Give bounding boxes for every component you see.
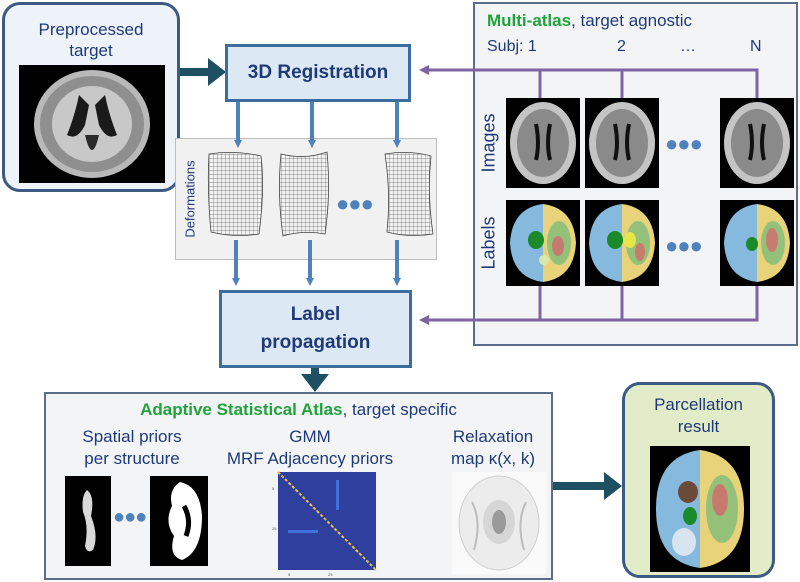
parcellation-line2: result xyxy=(677,417,720,436)
labels-ellipsis: ●●● xyxy=(665,233,703,258)
propagation-line1: Label xyxy=(290,304,341,325)
atlas-image-n xyxy=(720,98,794,188)
adjacency-matrix: 5 25 5 25 xyxy=(272,471,377,577)
atlas-labels-n xyxy=(720,200,794,286)
deformation-grid-2 xyxy=(279,151,329,237)
svg-text:5: 5 xyxy=(288,572,291,577)
asa-title: Adaptive Statistical Atlas, target speci… xyxy=(44,400,553,420)
propagation-line2: propagation xyxy=(260,332,371,353)
multi-atlas-title-rest: , target agnostic xyxy=(571,11,693,30)
asa-title-bold: Adaptive Statistical Atlas xyxy=(140,400,343,419)
target-title-line1: Preprocessed xyxy=(38,20,144,39)
atlas-labels-2 xyxy=(585,200,659,286)
labels-label: Labels xyxy=(478,216,499,270)
spatial-prior-image-2 xyxy=(150,476,208,566)
spatial-line1: Spatial priors xyxy=(82,427,182,446)
parcellation-title: Parcellation result xyxy=(622,394,775,438)
deformation-grids xyxy=(207,151,434,237)
deformation-grid-3 xyxy=(384,152,434,236)
relax-line2: map κ(x, k) xyxy=(450,449,536,468)
images-label: Images xyxy=(478,113,499,173)
parcellation-result-image xyxy=(650,446,750,572)
prop-to-atlas-arrow xyxy=(301,374,329,392)
registration-label: 3D Registration xyxy=(247,62,389,83)
deformations-label-wrap: Deformations xyxy=(178,140,202,258)
svg-text:25: 25 xyxy=(328,572,333,577)
images-label-wrap: Images xyxy=(476,98,502,188)
deformation-grid-1 xyxy=(207,152,263,236)
gmm-text: GMM MRF Adjacency priors xyxy=(215,426,405,470)
subj-label: Subj: 1 xyxy=(487,38,537,55)
parcellation-line1: Parcellation xyxy=(654,395,743,414)
label-propagation-box: Label propagation xyxy=(219,290,412,368)
spatial-priors-ellipsis: ●●● xyxy=(113,506,147,528)
labels-bus xyxy=(538,284,759,322)
multi-atlas-title-bold: Multi-atlas xyxy=(487,11,572,30)
multi-atlas-title: Multi-atlas, target agnostic xyxy=(487,11,692,31)
atlas-image-2 xyxy=(585,98,659,188)
target-brain-image xyxy=(19,65,165,183)
registration-box: 3D Registration xyxy=(225,44,411,102)
relax-line1: Relaxation xyxy=(452,427,534,446)
atlas-to-parcellation-arrow xyxy=(604,472,622,500)
subj-n: N xyxy=(750,38,762,55)
images-bus xyxy=(538,68,759,98)
gmm-line1: GMM xyxy=(289,427,331,446)
labels-label-wrap: Labels xyxy=(476,200,502,286)
relaxation-text: Relaxation map κ(x, k) xyxy=(435,426,551,470)
atlas-labels-1 xyxy=(506,200,580,286)
atlas-image-1 xyxy=(506,98,580,188)
subj-2: 2 xyxy=(617,38,626,55)
spatial-line2: per structure xyxy=(84,449,180,468)
target-title: Preprocessed target xyxy=(5,19,177,61)
relaxation-map-image xyxy=(452,472,546,574)
target-title-line2: target xyxy=(69,41,113,60)
gmm-line2: MRF Adjacency priors xyxy=(226,449,394,468)
images-ellipsis: ●●● xyxy=(665,131,703,156)
deformations-ellipsis: ●●● xyxy=(336,191,374,216)
preprocessed-target-panel: Preprocessed target xyxy=(2,2,180,192)
asa-title-rest: , target specific xyxy=(342,400,457,419)
svg-text:25: 25 xyxy=(272,526,277,531)
svg-text:5: 5 xyxy=(272,486,275,491)
spatial-priors-text: Spatial priors per structure xyxy=(52,426,212,470)
deformations-label: Deformations xyxy=(182,160,198,238)
spatial-prior-image-1 xyxy=(65,476,111,566)
subj-dots: … xyxy=(680,38,696,55)
